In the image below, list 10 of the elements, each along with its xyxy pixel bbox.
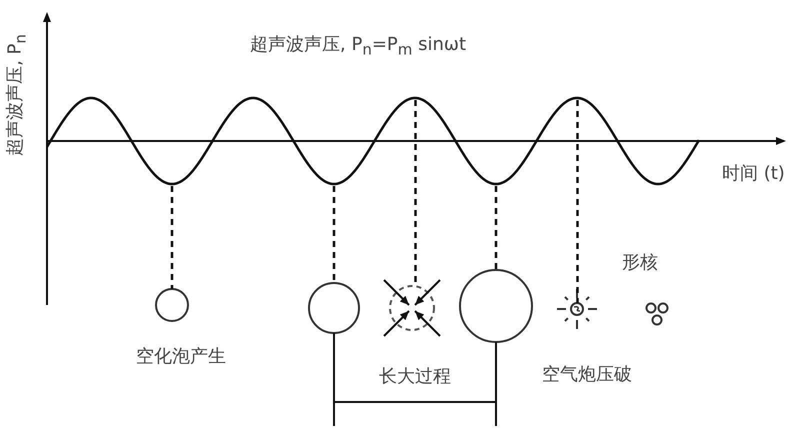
axis-title: 时间 (t) xyxy=(722,163,785,185)
leader-line xyxy=(170,186,174,289)
node-label: 空气炮压破 xyxy=(542,364,632,386)
leader-line xyxy=(332,186,336,283)
bracket-line xyxy=(333,333,497,403)
node-label: 形核 xyxy=(622,252,658,274)
chart-title: 超声波声压, P$_{n}$=P$_{m}$ sinωt xyxy=(250,34,466,61)
leader-line xyxy=(576,100,579,303)
leader-line xyxy=(494,186,498,270)
node-label: 空化泡产生 xyxy=(136,346,226,368)
